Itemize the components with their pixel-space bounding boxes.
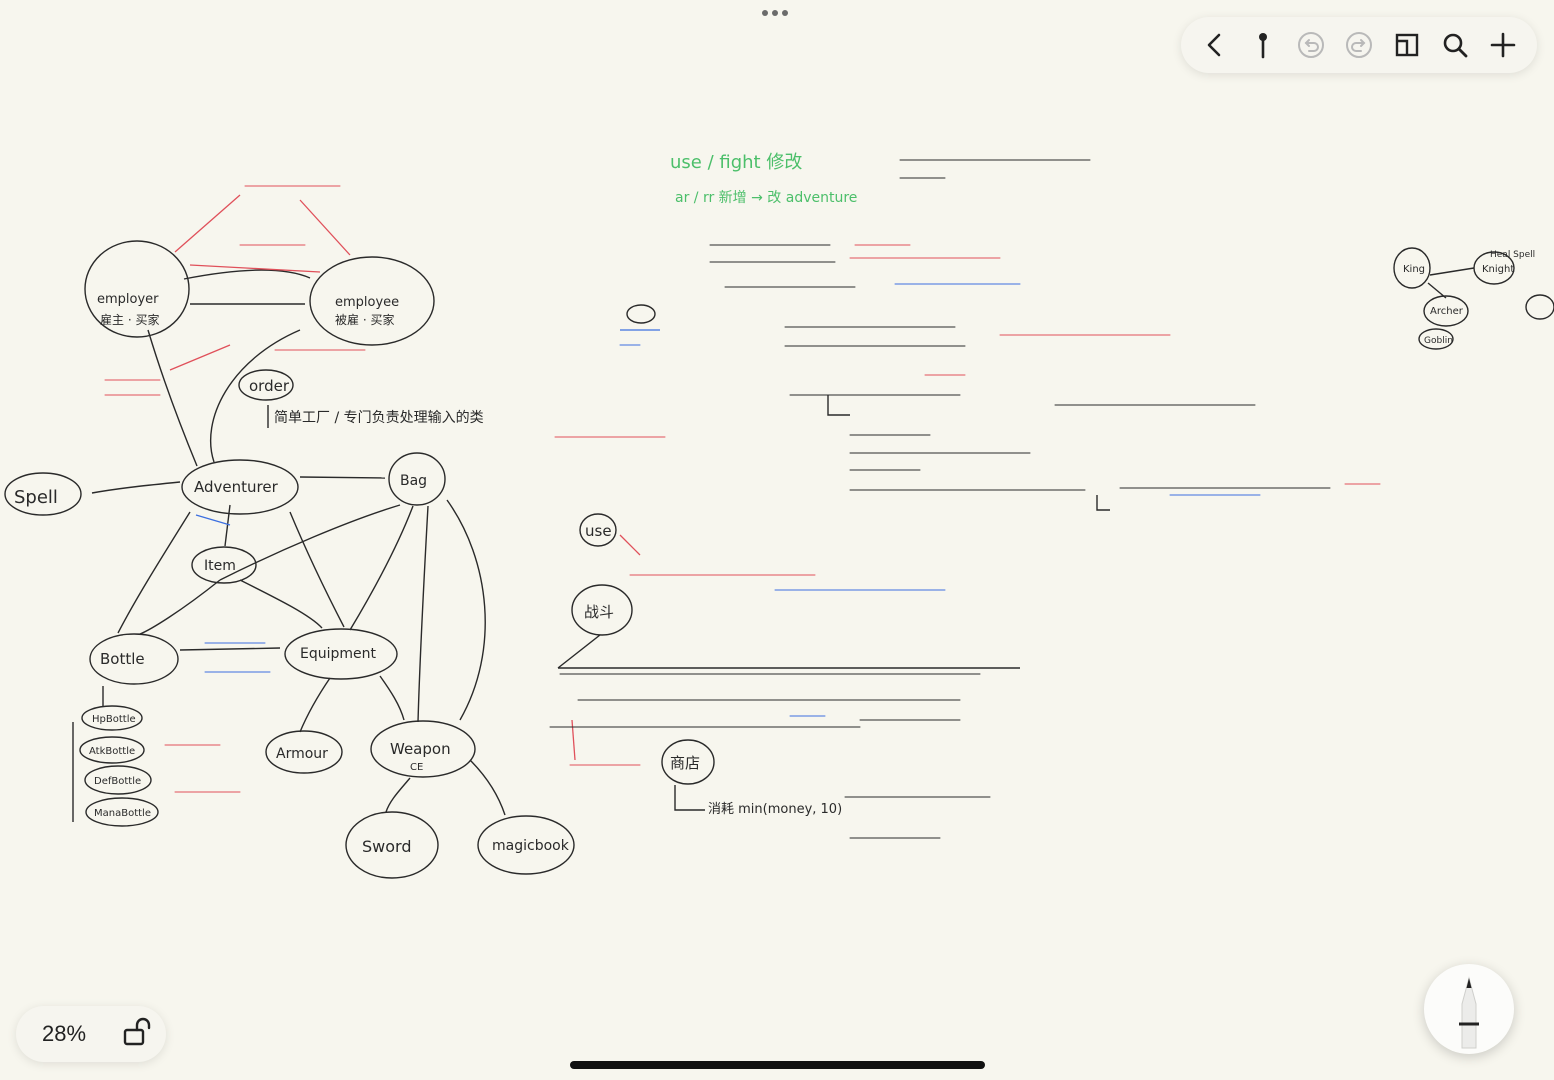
fight-label: 战斗	[584, 603, 614, 621]
shop-label: 商店	[670, 754, 700, 772]
goblin-label: Goblin	[1424, 336, 1453, 346]
add-icon[interactable]	[1486, 28, 1520, 62]
use-fight-note: use / fight 修改	[670, 152, 802, 173]
sword-label: Sword	[362, 837, 411, 856]
spell-label: Spell	[14, 487, 58, 508]
weapon-sub-label: CE	[410, 762, 423, 773]
weapon-label: Weapon	[390, 740, 451, 758]
knight-label: Knight	[1482, 264, 1514, 275]
pages-icon[interactable]	[1390, 28, 1424, 62]
order-label: order	[249, 377, 290, 395]
more-dots-handle[interactable]	[762, 10, 788, 16]
employee-label: employee	[335, 295, 399, 310]
bag-label: Bag	[400, 473, 427, 489]
pen-marker-icon[interactable]	[1246, 28, 1280, 62]
back-icon[interactable]	[1198, 28, 1232, 62]
magicbook-label: magicbook	[492, 838, 570, 854]
pencil-icon	[1459, 976, 1479, 1049]
hpbottle-label: HpBottle	[92, 714, 136, 725]
king-label: King	[1403, 264, 1425, 275]
redo-icon[interactable]	[1342, 28, 1376, 62]
search-icon[interactable]	[1438, 28, 1472, 62]
employee-cn-label: 被雇 · 买家	[335, 312, 394, 327]
manabottle-label: ManaBottle	[94, 808, 151, 819]
defbottle-label: DefBottle	[94, 776, 141, 787]
undo-icon[interactable]	[1294, 28, 1328, 62]
toolbar	[1181, 17, 1537, 73]
ar-rr-note: ar / rr 新增 → 改 adventure	[675, 190, 857, 206]
order-note: 简单工厂 / 专门负责处理输入的类	[274, 409, 484, 426]
atkbottle-label: AtkBottle	[89, 746, 135, 757]
adventurer-label: Adventurer	[194, 478, 279, 496]
bottle-label: Bottle	[100, 650, 145, 668]
shop-formula: 消耗 min(money, 10)	[708, 802, 842, 817]
equipment-label: Equipment	[300, 646, 377, 662]
zoom-control[interactable]: 28%	[16, 1006, 166, 1062]
use-label: use	[585, 522, 612, 540]
lock-open-icon[interactable]	[122, 1017, 152, 1051]
zoom-level: 28%	[42, 1021, 87, 1046]
employer-cn-label: 雇主 · 买家	[100, 312, 159, 327]
armour-label: Armour	[276, 746, 328, 762]
pencil-tool-button[interactable]	[1424, 964, 1514, 1054]
home-indicator[interactable]	[570, 1061, 985, 1069]
item-label: Item	[204, 558, 236, 574]
heal-spell-label: Heal Spell	[1490, 250, 1535, 260]
employer-label: employer	[97, 292, 159, 307]
archer-label: Archer	[1430, 306, 1464, 317]
